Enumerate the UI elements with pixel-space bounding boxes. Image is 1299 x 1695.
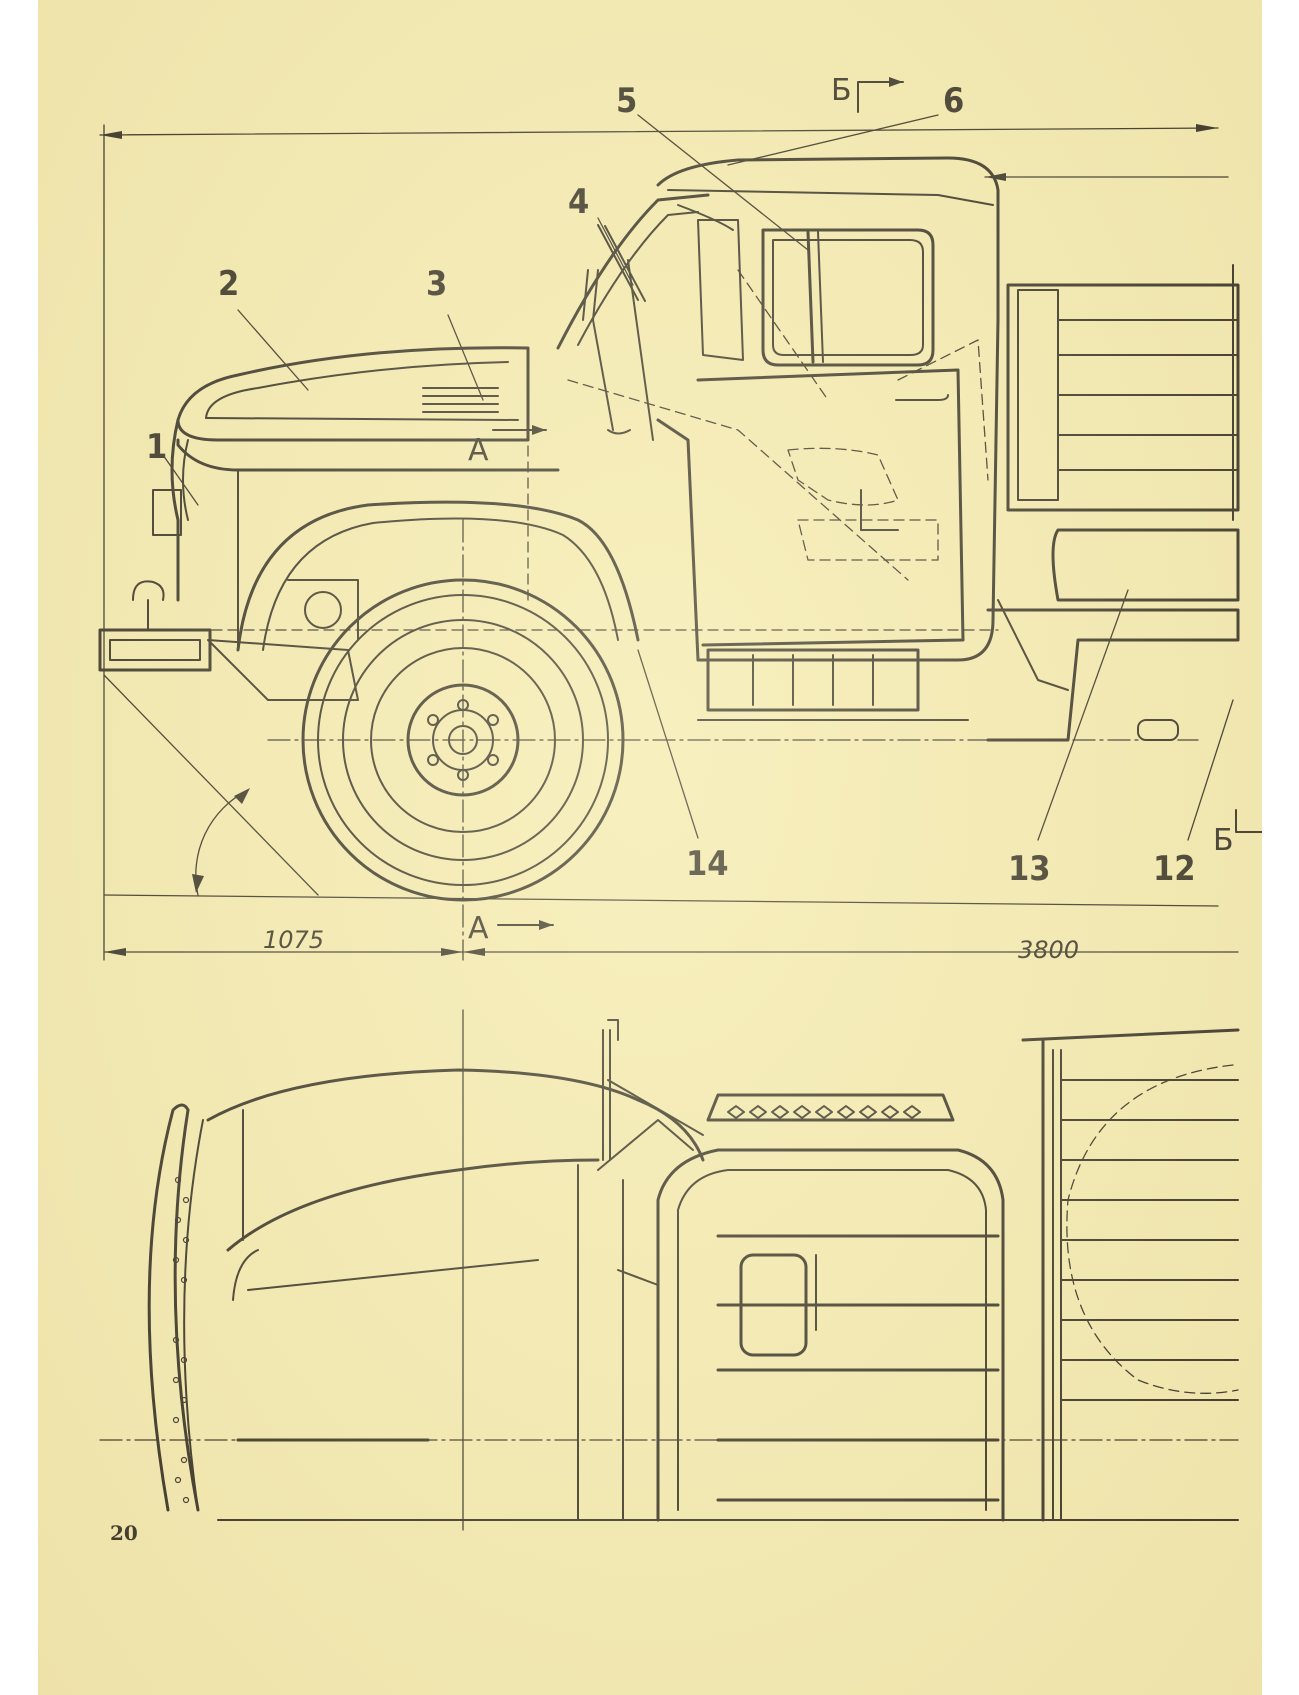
hood-top	[206, 1068, 1239, 1521]
callout-6: 6	[943, 81, 964, 121]
section-marks: А А Б Б	[468, 73, 1262, 946]
side-view: 1 2 3 4 5 6 12 13 14 А А	[98, 73, 1262, 964]
callout-2: 2	[218, 264, 239, 304]
front-suspension	[99, 579, 999, 701]
mirror-top	[602, 1019, 704, 1161]
callouts: 1 2 3 4 5 6 12 13 14	[146, 81, 1234, 889]
front-bumper-top	[147, 1103, 204, 1512]
roof-vent	[706, 1093, 955, 1122]
section-a-bottom: А	[468, 911, 489, 946]
callout-14: 14	[686, 844, 729, 884]
callout-5: 5	[616, 81, 637, 121]
windshield-and-mirror	[556, 193, 710, 441]
drawing-page: 1 2 3 4 5 6 12 13 14 А А	[38, 0, 1262, 1695]
page-number: 20	[110, 1521, 138, 1545]
callout-4: 4	[568, 182, 589, 222]
dimension-3800: 3800	[1018, 936, 1079, 964]
callout-3: 3	[426, 264, 447, 304]
cab-roof-top	[617, 1148, 1005, 1522]
approach-angle	[103, 674, 319, 896]
dimension-1075: 1075	[263, 926, 324, 954]
section-b-top: Б	[831, 73, 852, 108]
section-a-top: А	[468, 433, 489, 468]
front-end	[98, 418, 212, 672]
section-b-bottom: Б	[1213, 823, 1234, 858]
cab	[567, 156, 1000, 721]
top-view	[99, 1009, 1240, 1531]
cargo-body	[986, 264, 1240, 742]
callout-13: 13	[1008, 849, 1051, 889]
overall-length-dimension	[99, 124, 1219, 961]
callout-12: 12	[1153, 849, 1196, 889]
front-fender	[176, 438, 640, 652]
hood	[176, 346, 530, 601]
ground-line	[103, 894, 1219, 907]
callout-1: 1	[146, 427, 167, 467]
front-wheel	[301, 578, 625, 902]
zil-truck-drawing: 1 2 3 4 5 6 12 13 14 А А	[98, 73, 1262, 1545]
cargo-body-top	[1021, 1028, 1240, 1522]
bottom-dimensions: 1075 3800	[103, 926, 1239, 964]
